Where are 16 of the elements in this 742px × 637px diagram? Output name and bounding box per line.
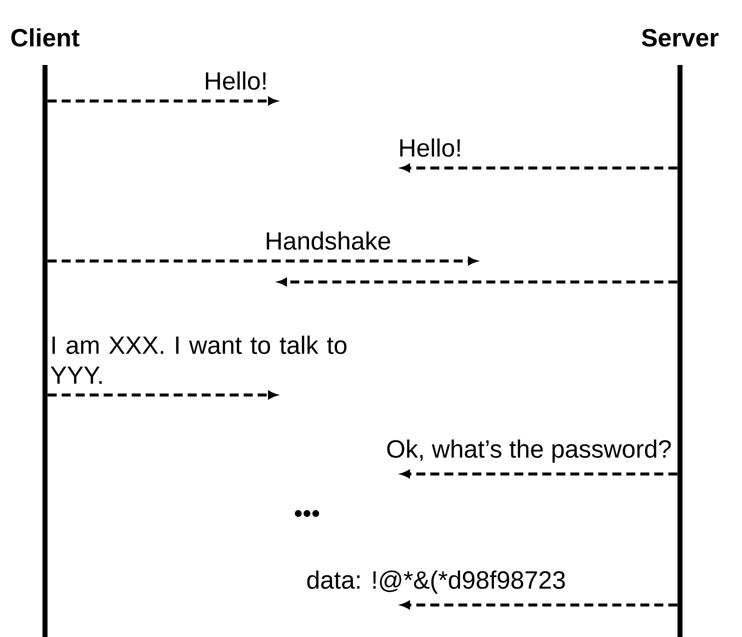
edge-label: Hello! (206, 71, 266, 90)
arrow (401, 601, 678, 609)
arrow (401, 470, 678, 478)
node-label: Client (11, 28, 80, 47)
edge-label: Handshake (266, 231, 390, 250)
edge-label: data: !@*&(*d98f98723 (307, 570, 565, 594)
edge-label: Hello! (400, 138, 460, 157)
arrow (48, 257, 477, 265)
edge-label: Ok, what’s the password? (387, 440, 671, 463)
node-label: Server (642, 28, 719, 47)
arrow (48, 391, 277, 399)
edge-label: I am XXX. I want to talk to YYY. (50, 336, 346, 384)
arrow (48, 97, 277, 105)
ellipsis: ••• (294, 510, 320, 517)
arrow (401, 164, 678, 172)
arrow (278, 278, 678, 286)
